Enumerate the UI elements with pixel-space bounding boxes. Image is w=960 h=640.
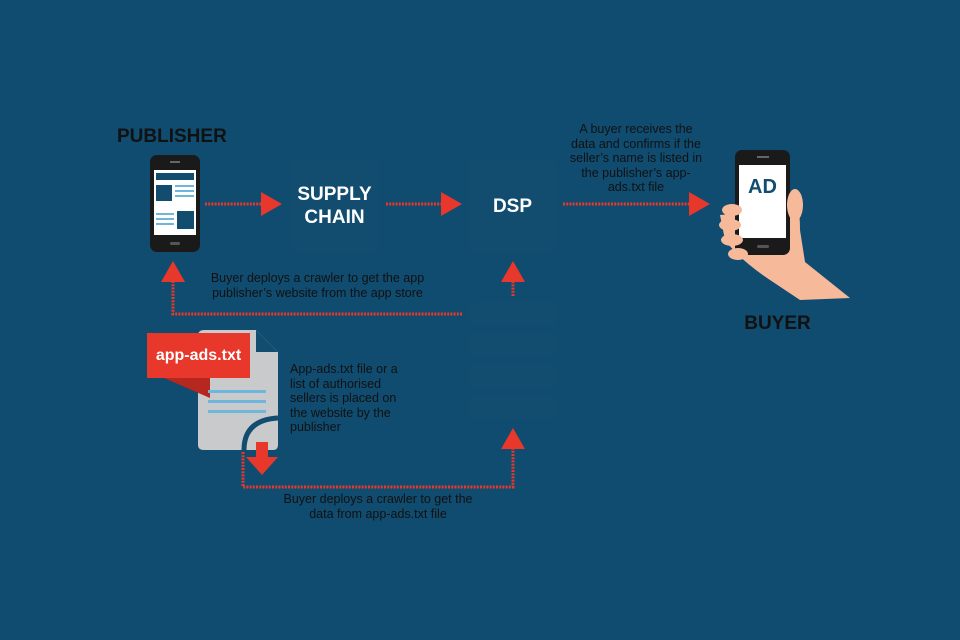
buyer-label: BUYER bbox=[744, 313, 811, 334]
note-crawler-data: Buyer deploys a crawler to get the data … bbox=[283, 492, 473, 521]
note-file-placed: App-ads.txt file or a list of authorised… bbox=[290, 362, 398, 434]
dsp-box: DSP bbox=[469, 160, 556, 252]
server-bar bbox=[469, 302, 556, 326]
arrow-crawler-to-publisher bbox=[161, 261, 462, 316]
server-bar bbox=[469, 395, 556, 419]
ad-label: AD bbox=[748, 176, 777, 198]
buyer-hand-phone-icon bbox=[719, 150, 850, 300]
download-arrow-icon bbox=[246, 442, 278, 475]
server-bar bbox=[469, 364, 556, 388]
note-buyer-confirms: A buyer receives the data and confirms i… bbox=[569, 122, 703, 194]
app-ads-file-tag: app-ads.txt bbox=[147, 333, 250, 378]
note-crawler-app-store: Buyer deploys a crawler to get the app p… bbox=[210, 271, 425, 300]
publisher-phone-icon bbox=[150, 155, 200, 252]
arrow-file-to-stack bbox=[241, 428, 525, 489]
supply-chain-box: SUPPLY CHAIN bbox=[291, 160, 378, 252]
publisher-label: PUBLISHER bbox=[117, 126, 227, 147]
server-bar bbox=[469, 333, 556, 357]
